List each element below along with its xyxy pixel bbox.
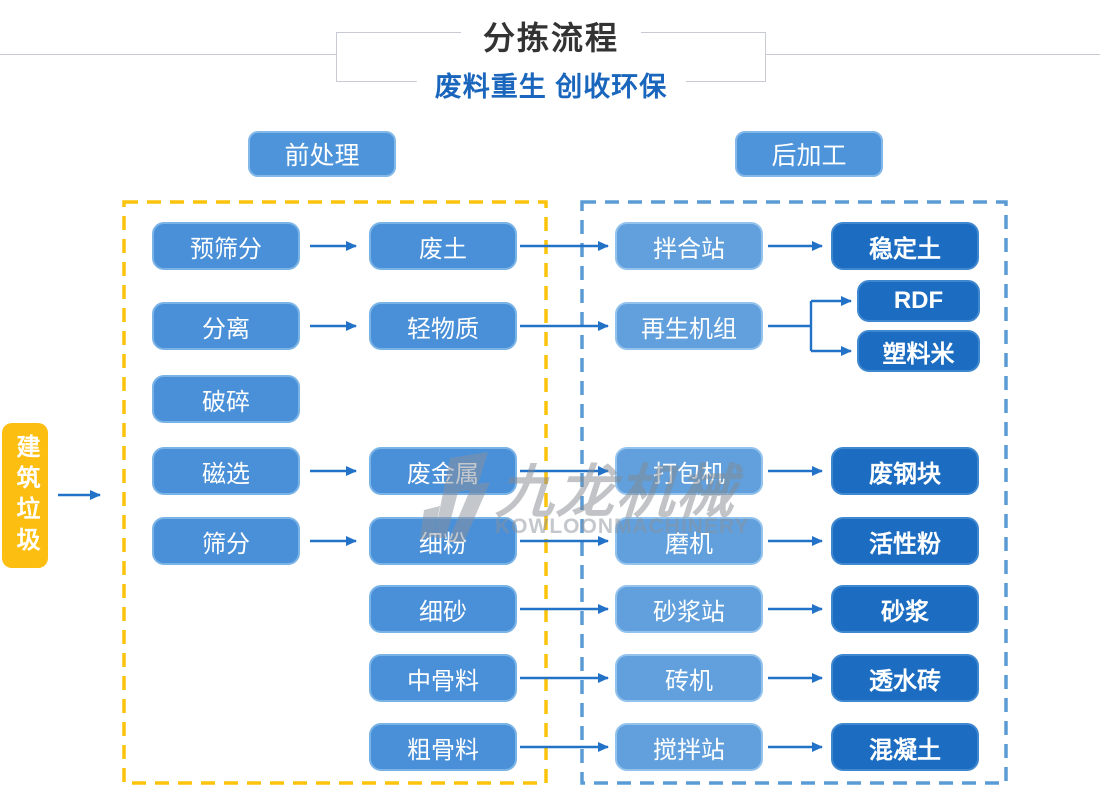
title-frame: 分拣流程 废料重生 创收环保 bbox=[336, 13, 766, 104]
flow-node: 废土 bbox=[369, 222, 517, 270]
post-processing-zone-border bbox=[580, 200, 1008, 785]
flow-node: 活性粉 bbox=[831, 517, 979, 565]
source-label: 建筑垃圾 bbox=[12, 433, 39, 558]
page-subtitle: 废料重生 创收环保 bbox=[416, 65, 686, 104]
flow-arrows bbox=[58, 241, 852, 752]
flow-node: 轻物质 bbox=[369, 302, 517, 350]
flow-node: 稳定土 bbox=[831, 222, 979, 270]
flow-node: 预筛分 bbox=[152, 222, 300, 270]
pre-processing-button: 前处理 bbox=[248, 131, 396, 177]
flow-node: RDF bbox=[857, 280, 980, 322]
flow-node: 再生机组 bbox=[615, 302, 763, 350]
flow-node: 砂浆 bbox=[831, 585, 979, 633]
post-processing-button: 后加工 bbox=[735, 131, 883, 177]
flow-node: 搅拌站 bbox=[615, 723, 763, 771]
flow-node: 细砂 bbox=[369, 585, 517, 633]
page-title: 分拣流程 bbox=[460, 13, 642, 59]
pre-processing-zone-border bbox=[122, 200, 548, 785]
flow-node: 中骨料 bbox=[369, 654, 517, 702]
flow-node: 磨机 bbox=[615, 517, 763, 565]
flow-node: 废钢块 bbox=[831, 447, 979, 495]
flow-node: 塑料米 bbox=[857, 330, 980, 372]
source-box: 建筑垃圾 bbox=[2, 423, 48, 568]
flow-node: 粗骨料 bbox=[369, 723, 517, 771]
flow-node: 磁选 bbox=[152, 447, 300, 495]
flow-node: 打包机 bbox=[615, 447, 763, 495]
flow-node: 砂浆站 bbox=[615, 585, 763, 633]
flow-node: 细粉 bbox=[369, 517, 517, 565]
flow-node: 拌合站 bbox=[615, 222, 763, 270]
flow-node: 破碎 bbox=[152, 375, 300, 423]
flow-node: 砖机 bbox=[615, 654, 763, 702]
flow-node: 废金属 bbox=[369, 447, 517, 495]
flow-node: 混凝土 bbox=[831, 723, 979, 771]
flow-node: 筛分 bbox=[152, 517, 300, 565]
flow-node: 透水砖 bbox=[831, 654, 979, 702]
flow-node: 分离 bbox=[152, 302, 300, 350]
